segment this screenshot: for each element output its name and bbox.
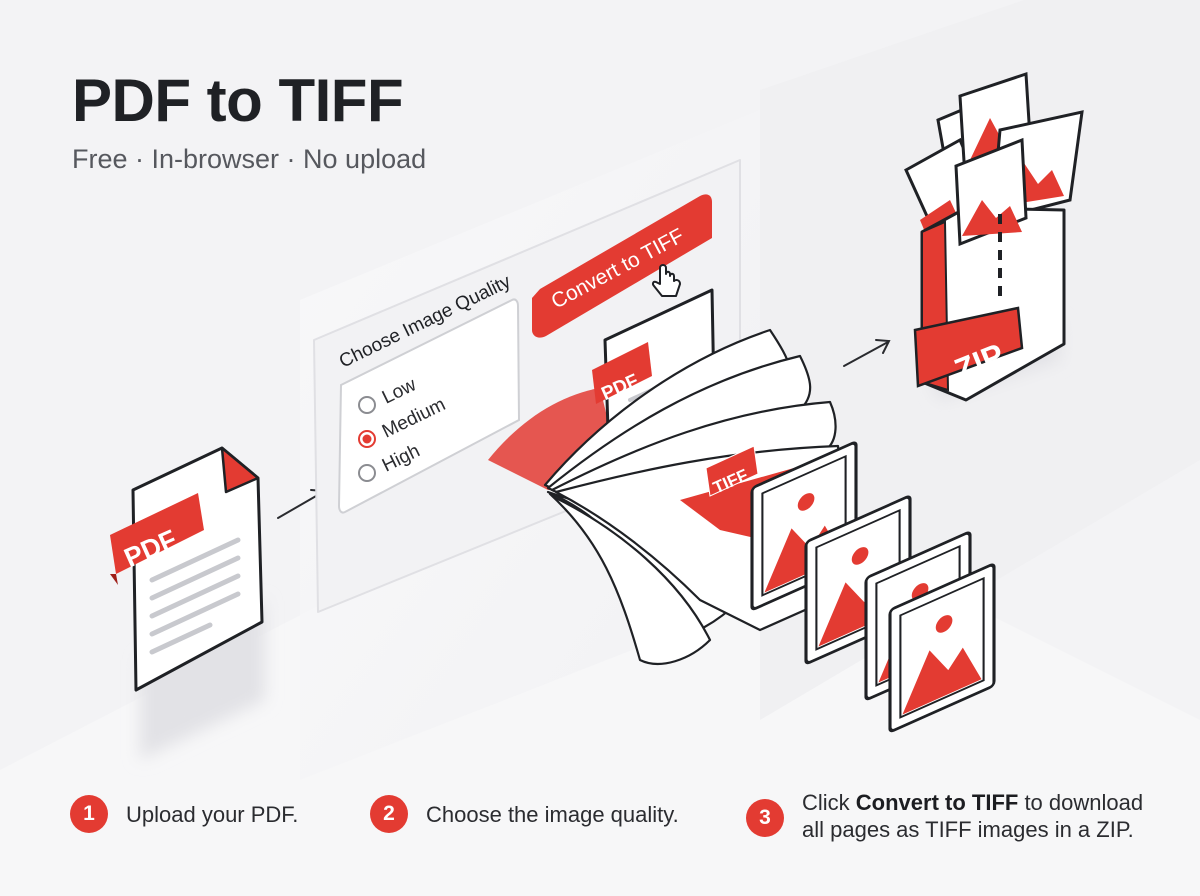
step-text-line2: all pages as TIFF images in a ZIP. [802,817,1134,842]
step-3: 3 Click Convert to TIFF to download all … [746,789,1143,843]
page-subtitle: Free · In-browser · No upload [72,144,427,174]
step-text: Upload your PDF. [126,802,299,827]
step-text-after: to download [1018,790,1144,815]
step-text: Click Convert to TIFF to download all pa… [802,789,1143,843]
step-number-badge: 3 [746,799,784,837]
step-text: Choose the image quality. [426,802,679,827]
steps-list: 1 Upload your PDF. 2 Choose the image qu… [70,790,1170,855]
arrow-right-icon [843,339,891,367]
step-number-badge: 1 [70,795,108,833]
radio-icon[interactable] [358,396,376,414]
step-text-bold: Convert to TIFF [855,790,1019,815]
step-number-badge: 2 [370,795,408,833]
step-text-before: Click [802,790,856,815]
step-1: 1 Upload your PDF. [70,795,298,833]
hand-cursor-icon [651,264,681,297]
radio-icon[interactable] [358,464,376,482]
zip-archive-icon: ZIP [904,71,1084,402]
page-title: PDF to TIFF [72,67,404,134]
pdf-file-icon: PDF [110,446,265,760]
step-2: 2 Choose the image quality. [370,795,679,833]
